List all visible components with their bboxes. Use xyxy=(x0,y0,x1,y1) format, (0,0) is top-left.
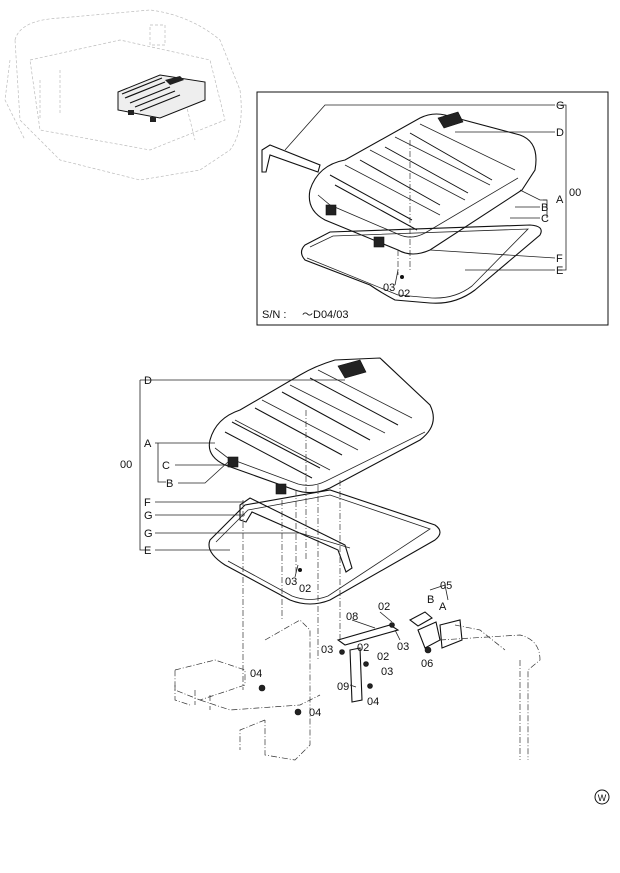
main-label-g2: G xyxy=(144,528,153,540)
badge-text: W xyxy=(598,793,607,803)
machine-frame xyxy=(174,619,541,761)
main-label-04c: 04 xyxy=(309,707,321,719)
main-label-d: D xyxy=(144,375,152,387)
main-label-05: 05 xyxy=(440,580,452,592)
inset-label-g: G xyxy=(556,100,565,112)
main-gasket xyxy=(208,489,441,605)
main-label-02d: 02 xyxy=(377,651,389,663)
inset-gasket xyxy=(300,224,542,304)
inset-label-e: E xyxy=(556,265,563,277)
main-label-c: C xyxy=(162,460,170,472)
machine-overview xyxy=(4,9,242,181)
main-label-02c: 02 xyxy=(357,642,369,654)
inset-leaders xyxy=(284,104,567,286)
main-label-e: E xyxy=(144,545,151,557)
support-rod xyxy=(258,611,401,716)
main-label-09: 09 xyxy=(337,681,349,693)
inset-label-b: B xyxy=(541,202,548,214)
main-label-g1: G xyxy=(144,510,153,522)
main-cover-drawing xyxy=(208,357,434,495)
serial-prefix: S/N : xyxy=(262,309,286,321)
inset-label-c: C xyxy=(541,213,549,225)
main-leaders xyxy=(139,379,351,690)
main-label-03c: 03 xyxy=(321,644,333,656)
main-label-04b: 04 xyxy=(250,668,262,680)
overview-cover-highlight xyxy=(117,74,206,122)
inset-label-03: 03 xyxy=(383,282,395,294)
inset-label-assy: 00 xyxy=(569,187,581,199)
main-label-08: 08 xyxy=(346,611,358,623)
main-label-f: F xyxy=(144,497,151,509)
main-seal-strip xyxy=(239,497,353,573)
main-label-03b: 03 xyxy=(397,641,409,653)
main-label-03d: 03 xyxy=(381,666,393,678)
main-label-b: B xyxy=(166,478,173,490)
main-label-ah: A xyxy=(439,601,447,613)
inset-seal-strip xyxy=(261,144,321,173)
inset-label-a: A xyxy=(556,194,564,206)
inset-panel: G D 00 A B C F E 03 02 S/N : ～D04/03 xyxy=(256,91,609,326)
main-label-06: 06 xyxy=(421,658,433,670)
main-label-bh: B xyxy=(427,594,434,606)
serial-range: ～D04/03 xyxy=(302,309,348,321)
inset-label-02: 02 xyxy=(398,288,410,300)
main-label-02b: 02 xyxy=(378,601,390,613)
corner-badge: W xyxy=(594,789,610,805)
main-label-03a: 03 xyxy=(285,576,297,588)
inset-label-d: D xyxy=(556,127,564,139)
main-label-04a: 04 xyxy=(367,696,379,708)
main-label-02a: 02 xyxy=(299,583,311,595)
inset-cover-drawing xyxy=(308,111,537,255)
inset-label-f: F xyxy=(556,253,563,265)
main-label-assy: 00 xyxy=(120,459,132,471)
main-label-a: A xyxy=(144,438,152,450)
hinge-bracket xyxy=(408,584,463,654)
